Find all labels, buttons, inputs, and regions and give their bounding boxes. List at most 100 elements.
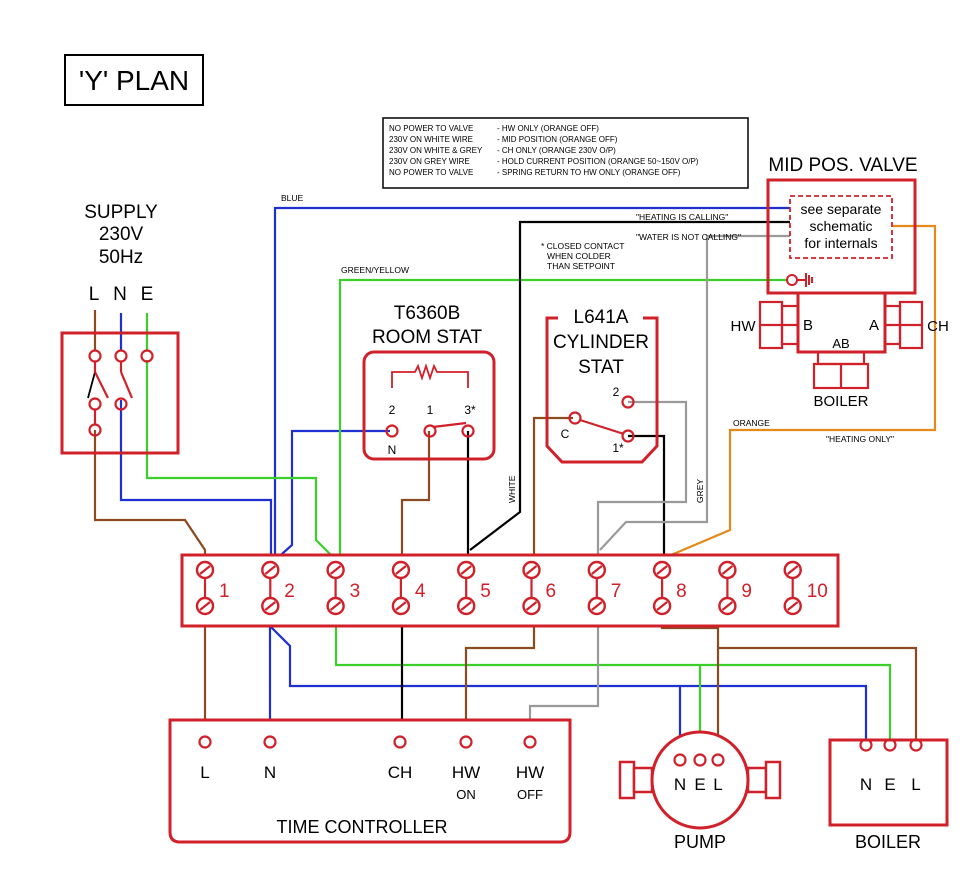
supply-title-2: 230V [99, 224, 144, 245]
strip-terminal-9: 9 [718, 560, 752, 616]
room-stat-model: T6360B [394, 303, 461, 324]
wire-green-lower [334, 612, 892, 755]
valve-port-hw [758, 300, 800, 350]
valve-internal-box [789, 195, 893, 259]
terminal-strip-box [180, 553, 840, 628]
legend-row-2-right: - MID POSITION (ORANGE OFF) [497, 135, 618, 144]
supply-switch-box [60, 331, 180, 455]
strip-terminal-8: 8 [652, 560, 687, 616]
pump-left-pipe [632, 766, 654, 794]
pump-label: PUMP [674, 832, 726, 852]
strip-terminal-label: 6 [546, 581, 557, 602]
strip-terminal-label: 1 [219, 581, 230, 602]
cyl-stat-note-1: * CLOSED CONTACT [541, 241, 624, 251]
time-controller: L N CH HW HW ON OFF TIME CONTROLLER [168, 718, 572, 844]
room-stat: T6360B ROOM STAT 2 1 3* N [362, 303, 496, 461]
valve-label-ch: CH [927, 318, 949, 335]
pump-right-flange [764, 760, 782, 800]
cyl-stat-title-1: CYLINDER [553, 332, 649, 353]
wires [93, 206, 937, 755]
wire-green-supply [145, 313, 337, 561]
strip-terminal-10: 10 [783, 560, 828, 616]
cyl-stat-note-2: WHEN COLDER [547, 251, 611, 261]
label-green-yellow: GREEN/YELLOW [341, 265, 409, 275]
valve-label-hw: HW [731, 318, 757, 335]
wire-brown-cylstat [532, 416, 573, 568]
legend-box: NO POWER TO VALVE - HW ONLY (ORANGE OFF)… [382, 117, 749, 189]
supply-terminal-n: N [113, 284, 127, 305]
supply-title-3: 50Hz [99, 247, 143, 268]
strip-terminal-label: 9 [741, 581, 752, 602]
wire-grey-cylstat [596, 400, 688, 568]
controller-terminal-n: N [264, 763, 276, 782]
cyl-stat-box [545, 316, 659, 464]
controller-sub-off: OFF [517, 787, 543, 802]
strip-terminal-label: 7 [611, 581, 622, 602]
legend-row-3-left: 230V ON WHITE & GREY [389, 146, 483, 155]
valve-internal-3: for internals [804, 235, 877, 251]
strip-terminal-label: 5 [480, 581, 491, 602]
label-white: WHITE [507, 475, 517, 503]
room-stat-n-label: N [388, 443, 397, 457]
earth-icon [786, 273, 813, 287]
pump-terminal-l: L [713, 775, 722, 794]
controller-terminal-hw-on: HW [452, 763, 480, 782]
legend-row-2-left: 230V ON WHITE WIRE [389, 135, 473, 144]
valve-port-ch [883, 300, 924, 350]
wire-brown-roomstat [400, 431, 431, 568]
room-stat-terminal-1: 1 [427, 403, 434, 417]
strip-terminal-3: 3 [326, 560, 360, 616]
strip-terminal-4: 4 [391, 560, 426, 616]
label-blue: BLUE [281, 193, 304, 203]
controller-sub-on: ON [456, 787, 476, 802]
valve-internal-1: see separate [801, 201, 882, 217]
strip-terminal-label: 10 [807, 581, 828, 602]
boiler-label: BOILER [855, 832, 921, 852]
page-title: 'Y' PLAN [79, 65, 189, 96]
strip-terminal-label: 8 [676, 581, 687, 602]
legend-row-4-right: - HOLD CURRENT POSITION (ORANGE 50~150V … [497, 157, 699, 166]
wire-blue-roomstat [272, 429, 390, 563]
cyl-stat-model: L641A [574, 307, 629, 328]
valve-label-boiler: BOILER [813, 393, 868, 410]
valve-head-box [766, 178, 917, 295]
wire-black-cylstat [628, 434, 666, 568]
wire-green-valve [338, 278, 787, 568]
wire-grey-valve [599, 234, 790, 551]
room-stat-terminal-3: 3* [464, 403, 476, 417]
controller-terminal-hw-off: HW [516, 763, 544, 782]
strip-terminal-6: 6 [522, 560, 557, 616]
controller-terminal-ch: CH [388, 763, 413, 782]
label-orange: ORANGE [733, 418, 770, 428]
strip-terminal-2: 2 [261, 560, 295, 616]
wire-black-white-valve [469, 220, 790, 551]
pump-terminal-n: N [674, 775, 686, 794]
cyl-stat-contact [579, 418, 625, 436]
cyl-stat-terminal-2: 2 [613, 385, 620, 399]
pump-terminal-e: E [694, 775, 705, 794]
cyl-stat-terminal-c: C [561, 427, 570, 441]
legend-row-5-right: - SPRING RETURN TO HW ONLY (ORANGE OFF) [497, 168, 681, 177]
supply-title-1: SUPPLY [84, 202, 158, 223]
cyl-stat-note-3: THAN SETPOINT [547, 261, 615, 271]
label-heating-calling: "HEATING IS CALLING" [636, 212, 728, 222]
valve-internal-2: schematic [809, 218, 872, 234]
legend-row-4-left: 230V ON GREY WIRE [389, 157, 470, 166]
room-stat-contact [432, 421, 467, 429]
boiler-terminal-n: N [860, 775, 872, 794]
valve-title: MID POS. VALVE [768, 155, 917, 176]
cyl-stat-title-2: STAT [578, 357, 624, 378]
room-stat-title: ROOM STAT [372, 327, 483, 348]
label-heating-only: "HEATING ONLY" [826, 434, 894, 444]
time-controller-label: TIME CONTROLLER [276, 817, 447, 837]
pump: N E L PUMP [618, 730, 782, 852]
wire-brown-t6-controller [464, 612, 536, 742]
pump-right-pipe [746, 766, 768, 794]
title-box: 'Y' PLAN [64, 54, 204, 106]
wire-blue-valve [273, 206, 790, 570]
label-grey: GREY [695, 479, 705, 503]
room-stat-box [362, 350, 496, 461]
valve-label-b: B [803, 317, 813, 334]
